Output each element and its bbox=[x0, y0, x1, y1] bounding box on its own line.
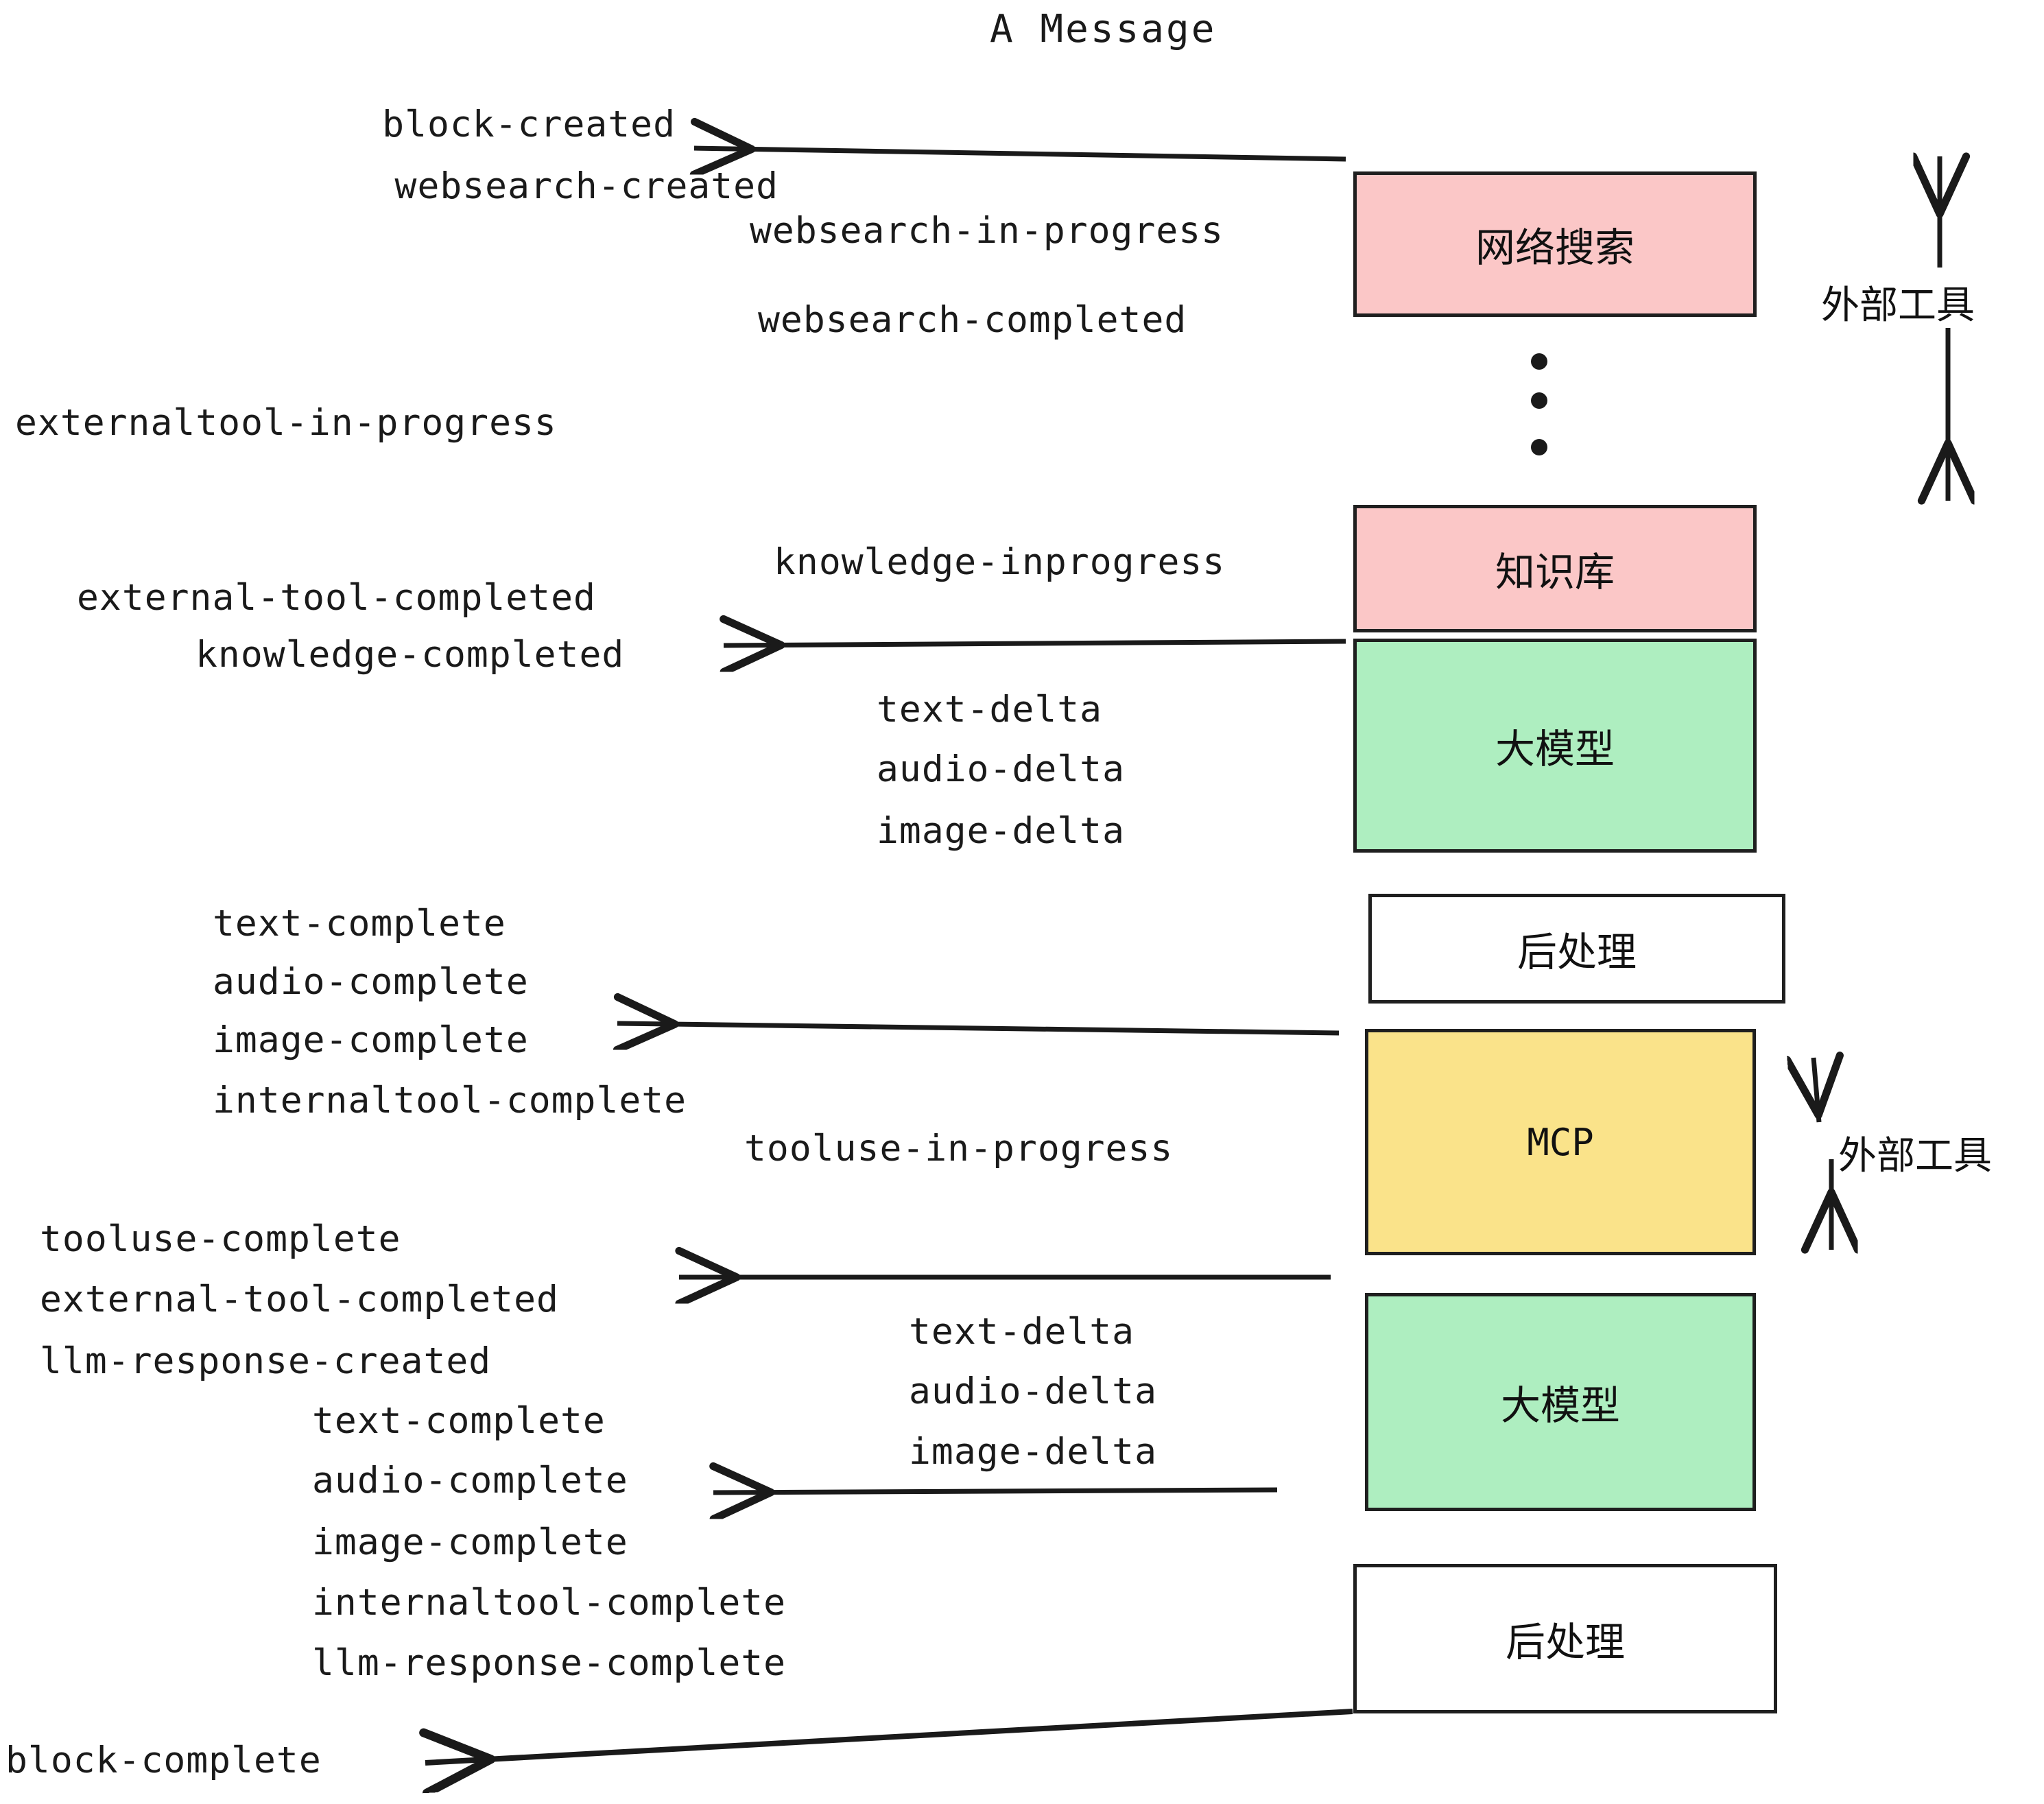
event-text-complete-2: text-complete bbox=[312, 1400, 606, 1442]
event-external-tool-completed-2: external-tool-completed bbox=[40, 1279, 559, 1320]
node-llm-1-label: 大模型 bbox=[1495, 726, 1615, 772]
node-websearch-label: 网络搜索 bbox=[1475, 224, 1635, 271]
node-mcp-label: MCP bbox=[1527, 1120, 1594, 1164]
event-websearch-completed: websearch-completed bbox=[758, 299, 1187, 341]
event-text-delta-2: text-delta bbox=[909, 1311, 1135, 1353]
arrow-postprocess2-to-blockcomplete bbox=[425, 1709, 1353, 1763]
event-websearch-in-progress: websearch-in-progress bbox=[750, 210, 1224, 252]
arrow-llm2-to-audiocomplete bbox=[713, 1490, 1278, 1493]
group-label-external-tool-1: 外部工具 bbox=[1821, 283, 1975, 328]
event-llm-response-created: llm-response-created bbox=[40, 1340, 492, 1382]
group-arrow-external-tool-2-up bbox=[1814, 1058, 1819, 1123]
event-internaltool-complete-2: internaltool-complete bbox=[312, 1582, 787, 1624]
event-block-complete: block-complete bbox=[5, 1740, 322, 1781]
node-knowledge: 知识库 bbox=[1353, 505, 1757, 632]
event-audio-delta-1: audio-delta bbox=[877, 748, 1125, 790]
node-llm-2-label: 大模型 bbox=[1500, 1382, 1620, 1429]
ellipsis-dot-2 bbox=[1531, 392, 1547, 409]
event-text-delta-1: text-delta bbox=[877, 689, 1103, 731]
node-mcp: MCP bbox=[1365, 1029, 1756, 1255]
event-externaltool-in-progress: externaltool-in-progress bbox=[15, 402, 557, 444]
event-internaltool-complete-1: internaltool-complete bbox=[213, 1080, 687, 1121]
event-external-tool-completed-1: external-tool-completed bbox=[77, 577, 596, 619]
event-text-complete-1: text-complete bbox=[213, 903, 506, 945]
node-websearch: 网络搜索 bbox=[1353, 171, 1757, 317]
group-label-external-tool-2: 外部工具 bbox=[1838, 1134, 1992, 1178]
node-llm-1: 大模型 bbox=[1353, 639, 1757, 853]
node-postprocess-2: 后处理 bbox=[1353, 1564, 1777, 1713]
event-tooluse-complete: tooluse-complete bbox=[40, 1218, 401, 1260]
arrow-knowledge-to-knowledgecompleted bbox=[724, 641, 1346, 645]
node-postprocess-2-label: 后处理 bbox=[1505, 1619, 1625, 1665]
node-postprocess-1-label: 后处理 bbox=[1517, 929, 1637, 975]
diagram-title: A Message bbox=[990, 7, 1217, 51]
event-audio-complete-1: audio-complete bbox=[213, 961, 529, 1003]
arrow-postprocess-to-imagecomplete bbox=[617, 1023, 1340, 1033]
event-llm-response-complete: llm-response-complete bbox=[312, 1642, 787, 1684]
event-websearch-created: websearch-created bbox=[394, 165, 779, 207]
event-image-delta-1: image-delta bbox=[877, 810, 1125, 852]
node-knowledge-label: 知识库 bbox=[1495, 549, 1615, 595]
event-knowledge-completed: knowledge-completed bbox=[195, 634, 625, 676]
node-llm-2: 大模型 bbox=[1365, 1293, 1756, 1511]
node-postprocess-1: 后处理 bbox=[1368, 894, 1785, 1004]
ellipsis-dot-3 bbox=[1531, 439, 1547, 455]
event-image-complete-1: image-complete bbox=[213, 1019, 529, 1061]
event-knowledge-inprogress: knowledge-inprogress bbox=[774, 541, 1226, 583]
event-audio-delta-2: audio-delta bbox=[909, 1370, 1157, 1412]
event-block-created: block-created bbox=[382, 104, 676, 145]
event-tooluse-in-progress: tooluse-in-progress bbox=[744, 1128, 1174, 1170]
event-audio-complete-2: audio-complete bbox=[312, 1460, 628, 1502]
ellipsis-dot-1 bbox=[1531, 353, 1547, 370]
event-image-complete-2: image-complete bbox=[312, 1521, 628, 1563]
arrow-websearch-to-blockcreated bbox=[694, 148, 1346, 159]
event-image-delta-2: image-delta bbox=[909, 1431, 1157, 1473]
